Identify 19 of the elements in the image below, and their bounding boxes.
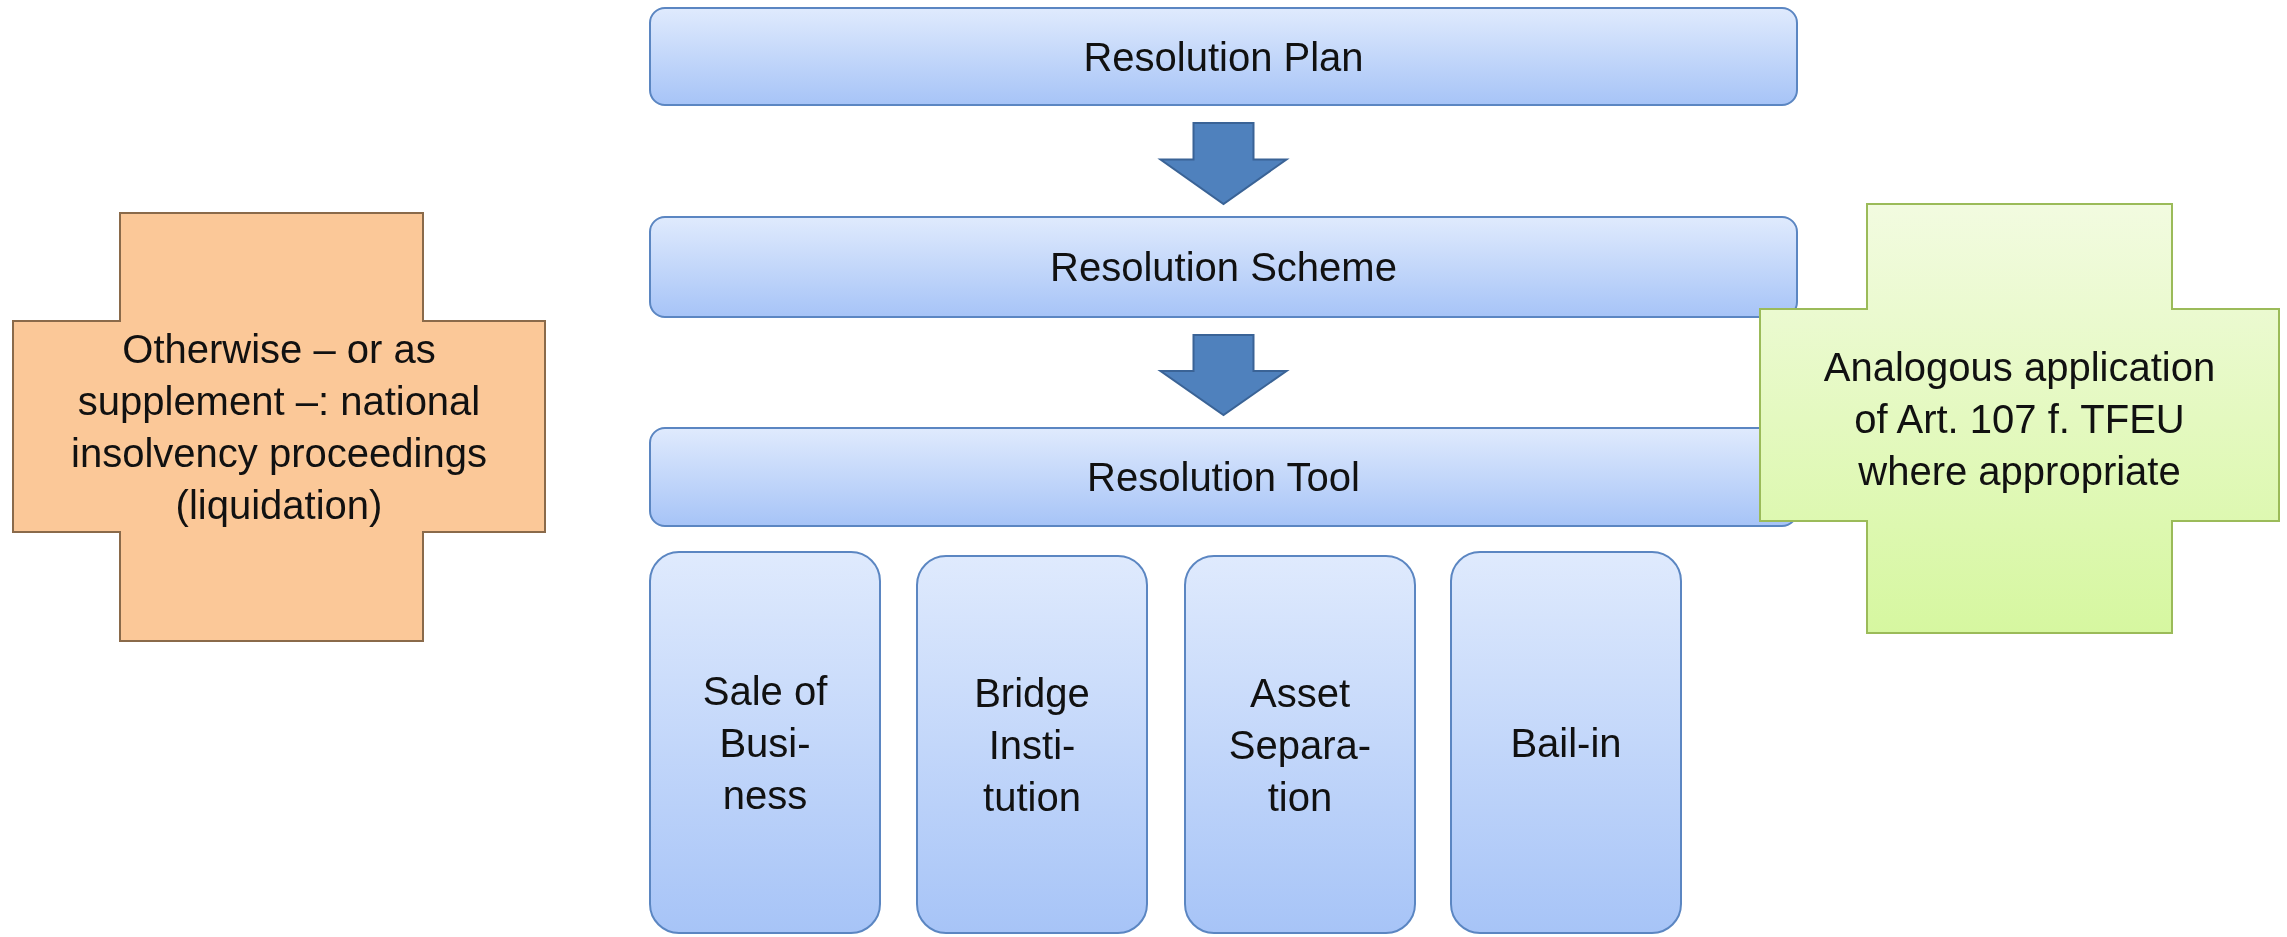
node-label: Otherwise – or as supplement –: national insolvency proceedings (liquidation) [70, 326, 488, 529]
block-arrow [1157, 334, 1290, 417]
node-label: Resolution Tool [1087, 454, 1360, 501]
node-label: Resolution Scheme [1050, 244, 1397, 291]
tool-box [649, 551, 881, 934]
node-label: Bridge Insti- tution [973, 669, 1091, 821]
node-label: Resolution Plan [1083, 33, 1364, 81]
process-bar [649, 7, 1798, 106]
tool-box [916, 555, 1148, 934]
process-bar [649, 216, 1798, 318]
cross-shape [12, 212, 546, 642]
cross-shape [1759, 203, 2280, 634]
node-label: Bail-in [1509, 719, 1623, 767]
node-label: Analogous application of Art. 107 f. TFEU where appropriate [1822, 343, 2217, 495]
tool-box [1184, 555, 1416, 934]
block-arrow [1157, 122, 1290, 206]
node-label: Sale of Busi- ness [701, 667, 829, 819]
node-label: Asset Separa- tion [1227, 669, 1373, 821]
tool-box [1450, 551, 1682, 934]
